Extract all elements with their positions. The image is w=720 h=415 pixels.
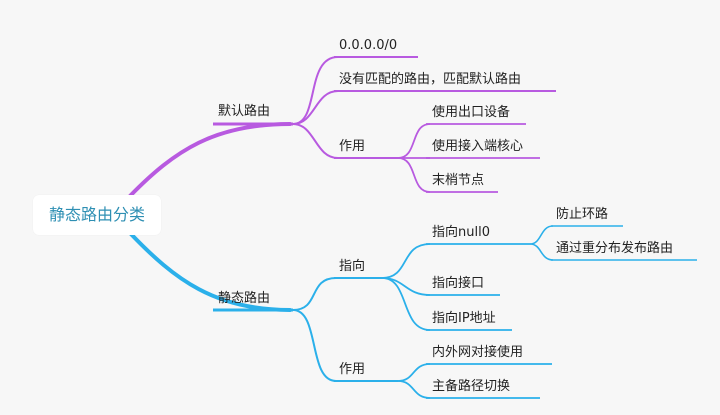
root-node[interactable]: 静态路由分类 [33,195,161,235]
link-default-usage [292,123,339,159]
link-default-0000 [292,56,339,125]
link-point-iface [381,277,431,296]
node-default-usage[interactable]: 作用 [339,139,366,154]
node-redistribute[interactable]: 通过重分布发布路由 [556,241,674,256]
node-failover[interactable]: 主备路径切换 [432,379,511,394]
node-null0[interactable]: 指向null0 [432,225,490,240]
node-0000[interactable]: 0.0.0.0/0 [339,38,398,53]
link-usage-failover [397,380,431,399]
node-static-route[interactable]: 静态路由 [218,291,271,306]
link-static-point [292,277,337,311]
node-interface[interactable]: 指向接口 [432,276,485,291]
link-null0-redist [529,243,554,261]
node-no-match[interactable]: 没有匹配的路由，匹配默认路由 [339,72,522,87]
link-usage-1 [397,123,431,159]
link-usage-3 [397,157,431,193]
link-usage-inout [397,363,431,382]
link-null0-loop [529,225,554,245]
link-root-default [128,122,292,198]
node-inout-connect[interactable]: 内外网对接使用 [432,345,524,360]
node-static-usage[interactable]: 作用 [339,362,366,377]
node-prevent-loop[interactable]: 防止环路 [556,207,609,222]
node-ip-address[interactable]: 指向IP地址 [432,311,496,326]
link-default-nomatch [292,90,339,125]
node-access-core[interactable]: 使用接入端核心 [432,139,524,154]
link-point-ip [381,277,431,331]
node-exit-device[interactable]: 使用出口设备 [432,105,511,120]
link-static-usage [292,309,337,382]
node-default-route[interactable]: 默认路由 [218,104,271,119]
link-point-null0 [381,243,431,279]
node-point-to[interactable]: 指向 [339,259,366,274]
node-stub[interactable]: 末梢节点 [432,173,485,188]
